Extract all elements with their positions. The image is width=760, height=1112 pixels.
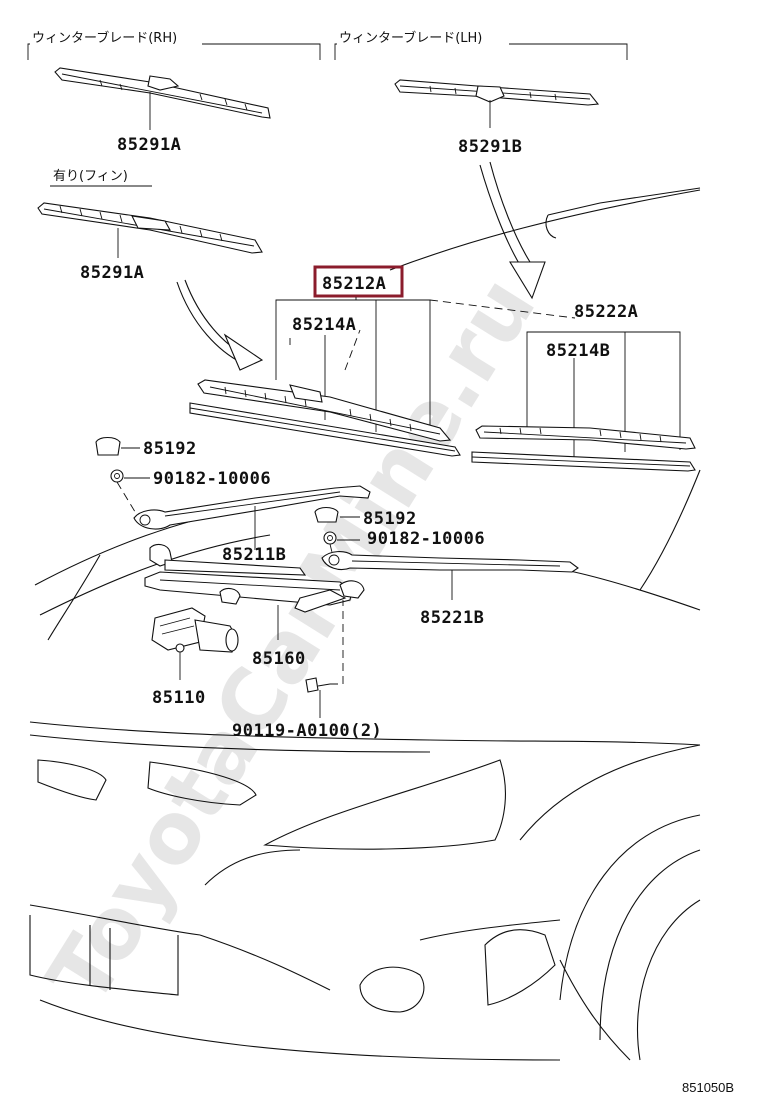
label-85291B: 85291B	[458, 137, 522, 157]
label-85212A: 85212A	[322, 274, 386, 294]
header-lh: ウィンターブレード(LH)	[334, 30, 628, 60]
label-85221B: 85221B	[420, 608, 484, 628]
label-85192-right: 85192	[363, 509, 417, 529]
label-85110: 85110	[152, 688, 206, 708]
label-85160: 85160	[252, 649, 306, 669]
wiper-motor	[151, 607, 239, 680]
header-rh-text: ウィンターブレード(RH)	[32, 30, 177, 46]
label-85214A: 85214A	[292, 315, 356, 335]
car-body-outline	[29, 187, 701, 1061]
header-fin-text: 有り(フィン)	[53, 169, 128, 184]
wiper-arm-rh	[133, 485, 371, 550]
label-85291A-fin: 85291A	[80, 263, 144, 283]
winter-blade-rh	[54, 67, 271, 130]
wiper-arm-lh	[321, 551, 579, 600]
winter-blade-lh	[394, 79, 600, 128]
label-90182-left: 90182-10006	[153, 469, 271, 489]
fin-blade-rh	[37, 202, 263, 258]
label-85222A: 85222A	[574, 302, 638, 322]
watermark-text: ToyotaCarMine.ru	[29, 260, 555, 1020]
header-fin: 有り(フィン)	[50, 169, 152, 187]
label-85214B: 85214B	[546, 341, 610, 361]
highlight-box-85212A	[313, 265, 404, 298]
arrow-right	[479, 161, 546, 300]
arrow-left	[176, 279, 264, 371]
label-85291A-rh: 85291A	[117, 135, 181, 155]
header-lh-text: ウィンターブレード(LH)	[339, 30, 482, 46]
nut-90182-left	[110, 469, 150, 521]
label-85192-left: 85192	[143, 439, 197, 459]
label-90119: 90119-A0100(2)	[232, 721, 382, 741]
cap-85192-right	[314, 506, 360, 523]
cap-85192-left	[95, 436, 140, 456]
label-90182-right: 90182-10006	[367, 529, 485, 549]
wiper-blade-lh	[471, 425, 696, 472]
header-rh: ウィンターブレード(RH)	[27, 30, 321, 60]
bolt-90119	[305, 600, 344, 718]
label-85211B: 85211B	[222, 545, 286, 565]
figure-code: 851050B	[682, 1080, 734, 1095]
wiper-linkage	[144, 543, 365, 640]
wiper-blade-rh	[189, 379, 461, 457]
